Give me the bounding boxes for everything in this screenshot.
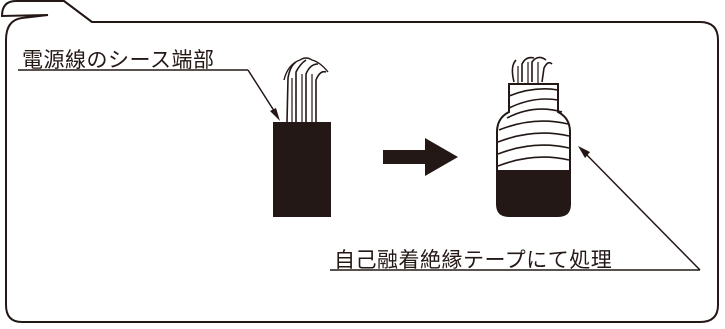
- cable-sheath-end: [273, 57, 331, 217]
- sheath-under-tape: [497, 170, 570, 216]
- leader-sheath: [18, 69, 280, 121]
- callout-frame: [0, 0, 719, 323]
- leader-arrowhead: [270, 108, 280, 121]
- sheath-block: [273, 122, 331, 217]
- cable-taped: [496, 56, 571, 217]
- wire-strands-left: [286, 59, 327, 123]
- leader-arrowhead: [578, 146, 590, 158]
- label-sheath-end: 電源線のシース端部: [22, 48, 215, 72]
- tape-spiral: [497, 88, 570, 167]
- wire-tops-left: [283, 57, 329, 81]
- process-arrow: [383, 138, 458, 176]
- leader-tape: [330, 146, 701, 271]
- label-tape-treatment: 自己融着絶縁テープにて処理: [334, 248, 613, 272]
- wire-strands-right: [511, 56, 553, 83]
- frame-notch: [63, 0, 93, 23]
